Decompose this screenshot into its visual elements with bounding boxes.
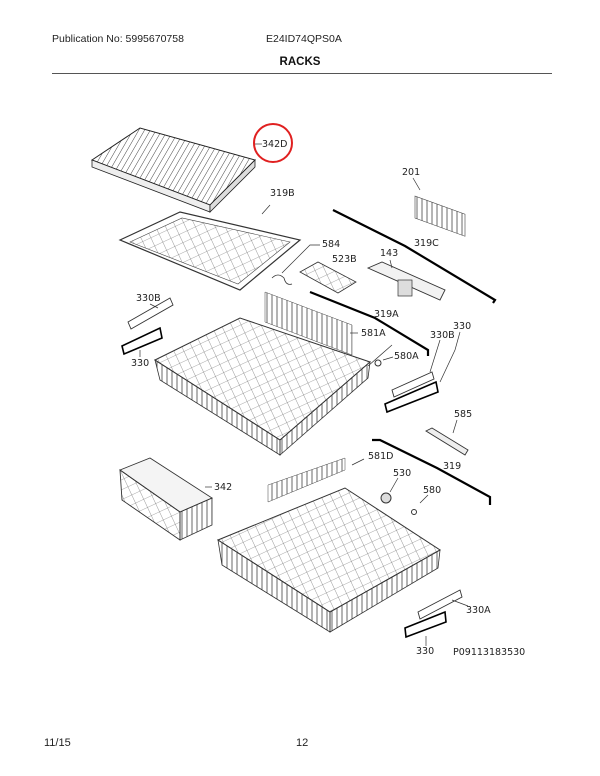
label-342D: 342D bbox=[262, 139, 287, 150]
label-580: 580 bbox=[423, 485, 441, 496]
label-143: 143 bbox=[380, 248, 398, 259]
label-330B-right: 330B bbox=[430, 330, 455, 341]
label-330-left: 330 bbox=[131, 358, 149, 369]
footer-date: 11/15 bbox=[44, 737, 71, 749]
label-330A: 330A bbox=[466, 605, 491, 616]
label-530: 530 bbox=[393, 468, 411, 479]
label-580A: 580A bbox=[394, 351, 419, 362]
header-divider bbox=[52, 73, 552, 74]
part-342-silverware-basket bbox=[119, 457, 213, 541]
lower-dish-rack bbox=[216, 487, 441, 633]
publication-number: Publication No: 5995670758 bbox=[52, 33, 184, 45]
part-330-right-strip bbox=[384, 380, 439, 414]
part-330-bottom-strip bbox=[404, 610, 447, 639]
part-585 bbox=[425, 427, 469, 456]
part-581D-tines bbox=[267, 457, 346, 503]
part-523B bbox=[299, 261, 357, 294]
part-319A-rail bbox=[309, 290, 430, 356]
part-342D-cutlery-tray bbox=[90, 127, 262, 213]
label-319B: 319B bbox=[270, 188, 295, 199]
part-330-left-strip bbox=[121, 326, 163, 356]
part-580A bbox=[374, 359, 382, 367]
part-330B-left-strip bbox=[127, 297, 174, 330]
label-319C: 319C bbox=[414, 238, 439, 249]
label-330-bottom: 330 bbox=[416, 646, 434, 657]
label-330B-left: 330B bbox=[136, 293, 161, 304]
upper-dish-rack bbox=[153, 317, 393, 456]
label-319: 319 bbox=[443, 461, 461, 472]
part-580 bbox=[411, 509, 417, 515]
label-585: 585 bbox=[454, 409, 472, 420]
part-330B-right-strip bbox=[391, 371, 435, 398]
figure-code: P09113183530 bbox=[453, 647, 525, 658]
label-201: 201 bbox=[402, 167, 420, 178]
label-342: 342 bbox=[214, 482, 232, 493]
part-319-rail bbox=[372, 438, 492, 505]
part-319C-rail bbox=[332, 209, 497, 304]
model-number: E24ID74QPS0A bbox=[266, 33, 342, 45]
highlight-circle bbox=[253, 123, 293, 163]
label-581A: 581A bbox=[361, 328, 386, 339]
label-319A: 319A bbox=[374, 309, 399, 320]
label-581D: 581D bbox=[368, 451, 393, 462]
section-title: RACKS bbox=[279, 56, 321, 68]
label-523B: 523B bbox=[332, 254, 357, 265]
part-143-bracket bbox=[366, 259, 446, 301]
page-number: 12 bbox=[296, 737, 309, 749]
part-201-clips bbox=[414, 195, 466, 237]
part-584 bbox=[271, 274, 293, 285]
part-319B-rack-frame bbox=[118, 204, 302, 291]
part-330A-strip bbox=[417, 589, 463, 620]
part-581A-tines bbox=[264, 291, 353, 356]
part-530 bbox=[380, 492, 392, 504]
label-584: 584 bbox=[322, 239, 340, 250]
label-330-right: 330 bbox=[453, 321, 471, 332]
